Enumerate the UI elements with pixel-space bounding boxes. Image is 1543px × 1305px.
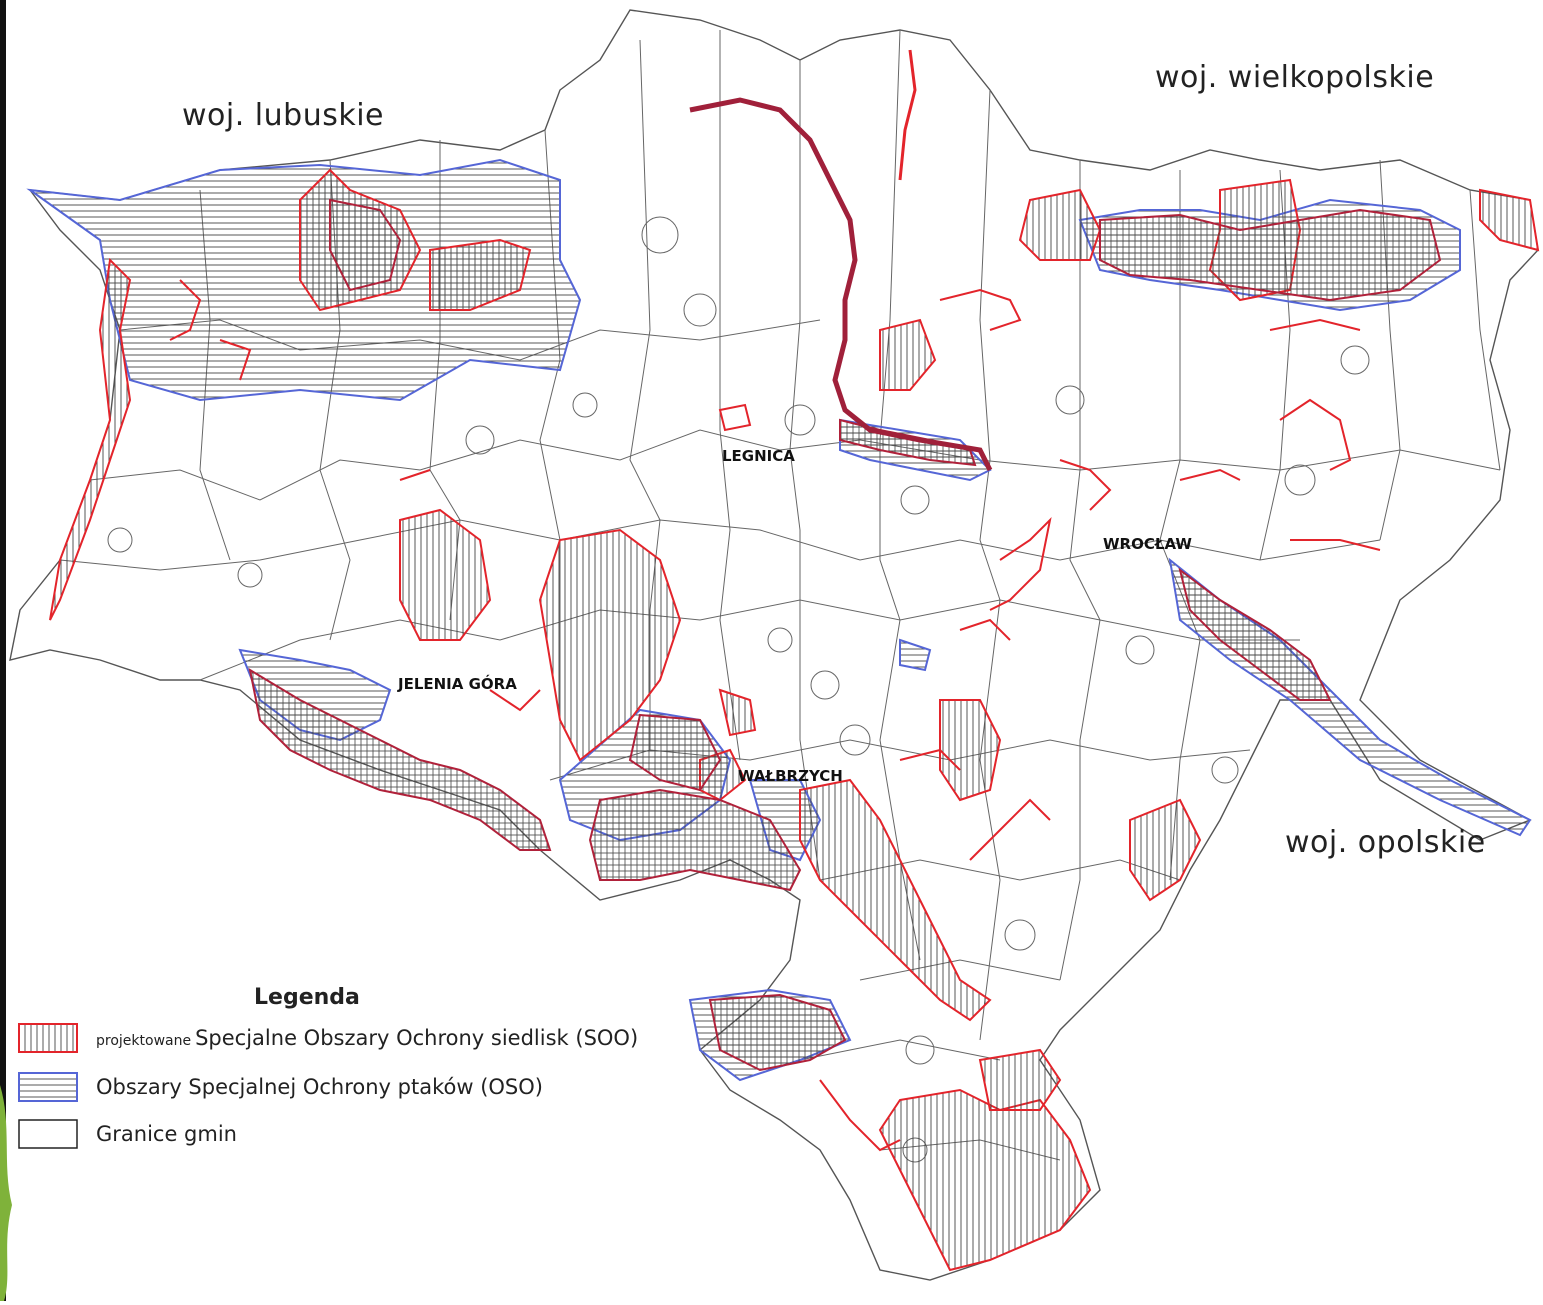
label-woj-wielkopolskie: woj. wielkopolskie (1155, 60, 1435, 95)
legend-swatch-soo (18, 1023, 78, 1053)
label-woj-opolskie: woj. opolskie (1285, 825, 1486, 860)
river-corridor-north (898, 49, 917, 181)
legend-swatch-oso (18, 1072, 78, 1102)
legend-item-gminy: Granice gmin (18, 1117, 237, 1151)
green-accent-decoration (0, 1085, 14, 1301)
legend-item-oso: Obszary Specjalnej Ochrony ptaków (OSO) (18, 1070, 543, 1104)
legend-label-gminy: Granice gmin (96, 1122, 237, 1146)
label-city-jelenia-gora: JELENIA GÓRA (398, 675, 517, 693)
label-city-legnica: LEGNICA (722, 447, 795, 465)
label-woj-lubuskie: woj. lubuskie (182, 98, 384, 133)
legend-prefix-soo: projektowane (96, 1033, 192, 1049)
small-soo-patches (169, 279, 1381, 1152)
legend-swatch-gminy (18, 1119, 78, 1149)
overlap-areas (248, 198, 1442, 1072)
legend-title: Legenda (254, 985, 360, 1010)
left-frame-bar (0, 0, 6, 1301)
legend-label-soo: Specjalne Obszary Ochrony siedlisk (SOO) (195, 1026, 639, 1050)
label-city-walbrzych: WAŁBRZYCH (738, 767, 843, 785)
label-city-wroclaw: WROCŁAW (1103, 535, 1192, 553)
river-corridor (689, 97, 993, 472)
legend-label-oso: Obszary Specjalnej Ochrony ptaków (OSO) (96, 1075, 543, 1099)
